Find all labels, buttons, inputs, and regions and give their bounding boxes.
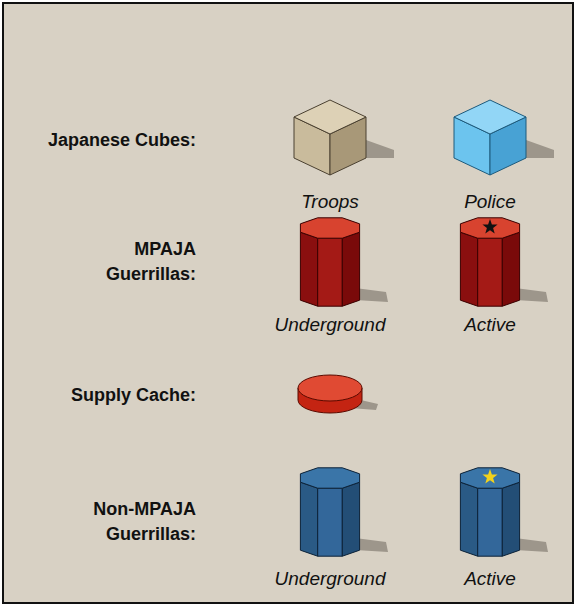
row-heading: Japanese Cubes: — [6, 128, 196, 153]
row-heading: MPAJA Guerrillas: — [84, 237, 196, 287]
piece-caption: Active — [464, 566, 516, 591]
piece-caption: Troops — [301, 189, 359, 214]
piece-caption: Police — [464, 189, 516, 214]
piece-caption: Active — [464, 312, 516, 337]
piece-caption: Underground — [275, 312, 386, 337]
row-heading: Non-MPAJA Guerrillas: — [84, 497, 196, 547]
row-heading: Supply Cache: — [6, 383, 196, 408]
piece-caption: Underground — [275, 566, 386, 591]
